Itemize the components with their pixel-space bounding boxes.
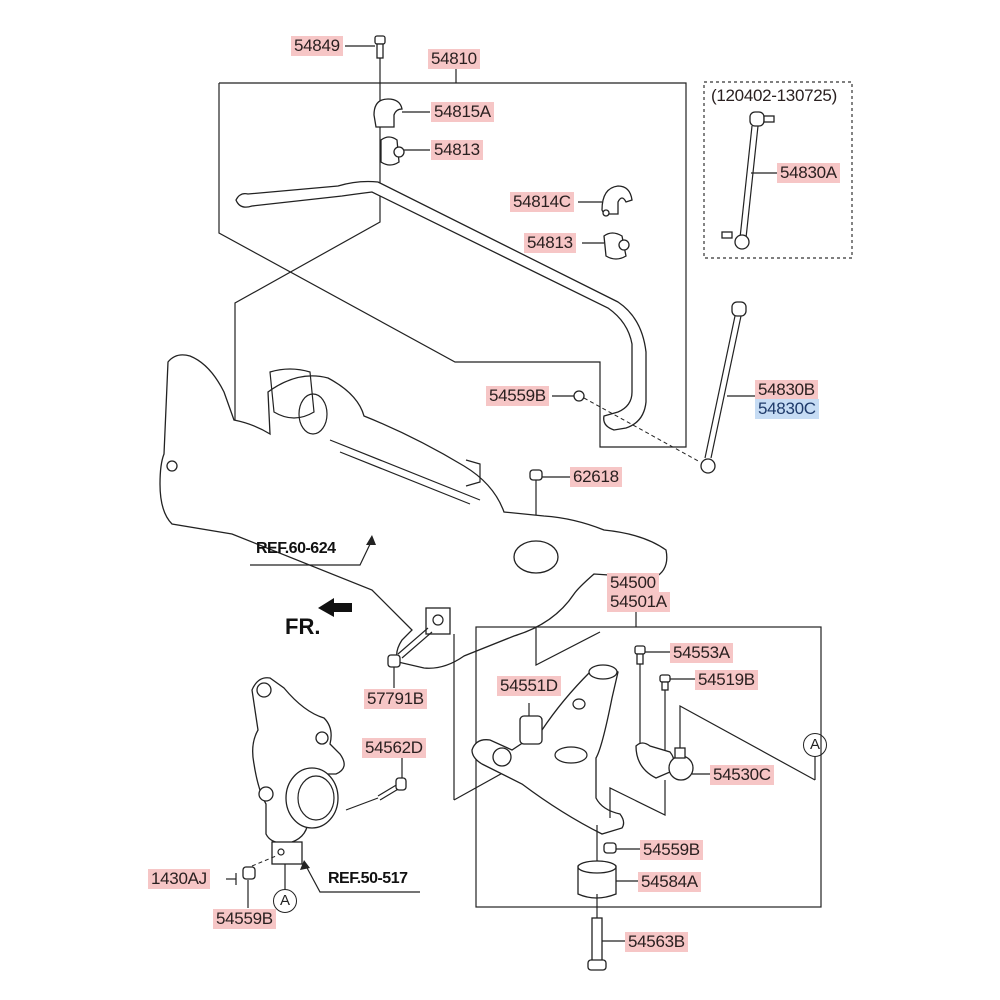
- leader-line: [234, 52, 381, 420]
- subframe-icon: [159, 354, 668, 669]
- lower-arm-group-frame: [475, 612, 822, 908]
- variant-box: [703, 81, 853, 259]
- bushing-54813-icon: [380, 136, 405, 166]
- label-54559B-arm[interactable]: 54559B: [640, 840, 703, 860]
- label-54562D[interactable]: 54562D: [362, 738, 426, 758]
- nut-54559B-knuckle-icon: [242, 866, 256, 880]
- ref-subframe-leader: [250, 539, 373, 566]
- nut-54559B-arm-icon: [603, 842, 617, 854]
- label-54849[interactable]: 54849: [291, 36, 343, 56]
- bracket-54815A-icon: [373, 98, 403, 128]
- nut-54559B-icon: [573, 390, 585, 402]
- label-54559B-knuckle[interactable]: 54559B: [213, 909, 276, 929]
- ref-subframe[interactable]: REF.60-624: [256, 540, 336, 557]
- nut-62618-icon: [529, 469, 543, 481]
- bolt-54553A-icon: [634, 645, 646, 665]
- label-54830A[interactable]: 54830A: [777, 163, 840, 183]
- bolt-54849-icon: [374, 35, 386, 59]
- connector-a-knuckle: A: [273, 889, 297, 913]
- bolt-54563B-icon: [587, 917, 607, 971]
- ball-joint-54530C-icon: [635, 742, 694, 781]
- label-54500[interactable]: 54500: [607, 573, 659, 593]
- label-54830B[interactable]: 54830B: [755, 380, 818, 400]
- label-54559B-bar[interactable]: 54559B: [486, 386, 549, 406]
- date-range-label: (120402-130725): [711, 86, 837, 105]
- label-54563B[interactable]: 54563B: [625, 932, 688, 952]
- ref-knuckle[interactable]: REF.50-517: [328, 870, 408, 887]
- label-54813-top[interactable]: 54813: [431, 140, 483, 160]
- bolt-54562D-icon: [377, 777, 407, 801]
- arrow-icon: [300, 860, 310, 870]
- label-54553A[interactable]: 54553A: [670, 643, 733, 663]
- label-54519B[interactable]: 54519B: [695, 670, 758, 690]
- stabilizer-bar-icon: [235, 180, 647, 431]
- label-57791B[interactable]: 57791B: [364, 689, 427, 709]
- label-54813-right[interactable]: 54813: [524, 233, 576, 253]
- label-54810[interactable]: 54810: [428, 49, 480, 69]
- bushing-54584A-icon: [577, 860, 617, 899]
- bushing-54813-right-icon: [603, 232, 630, 260]
- label-54814C[interactable]: 54814C: [510, 192, 574, 212]
- label-62618[interactable]: 62618: [570, 467, 622, 487]
- steering-knuckle-icon: [251, 677, 345, 865]
- label-54584A[interactable]: 54584A: [638, 872, 701, 892]
- bolt-54519B-icon: [659, 674, 671, 691]
- lower-arm-icon: [471, 664, 625, 835]
- link-54830A-icon: [721, 111, 775, 250]
- link-54830B-icon: [700, 301, 747, 474]
- arrow-icon: [366, 535, 376, 545]
- label-1430AJ[interactable]: 1430AJ: [148, 869, 210, 889]
- bracket-54814C-icon: [601, 185, 633, 217]
- front-arrow-icon: [318, 598, 352, 617]
- connector-a-right: A: [803, 733, 827, 757]
- label-54501A[interactable]: 54501A: [607, 592, 670, 612]
- label-54815A[interactable]: 54815A: [431, 102, 494, 122]
- front-direction-label: FR.: [285, 614, 321, 639]
- label-54530C[interactable]: 54530C: [710, 765, 774, 785]
- label-54830C[interactable]: 54830C: [755, 399, 819, 419]
- stabilizer-group-frame: [218, 67, 687, 448]
- label-54551D[interactable]: 54551D: [497, 676, 561, 696]
